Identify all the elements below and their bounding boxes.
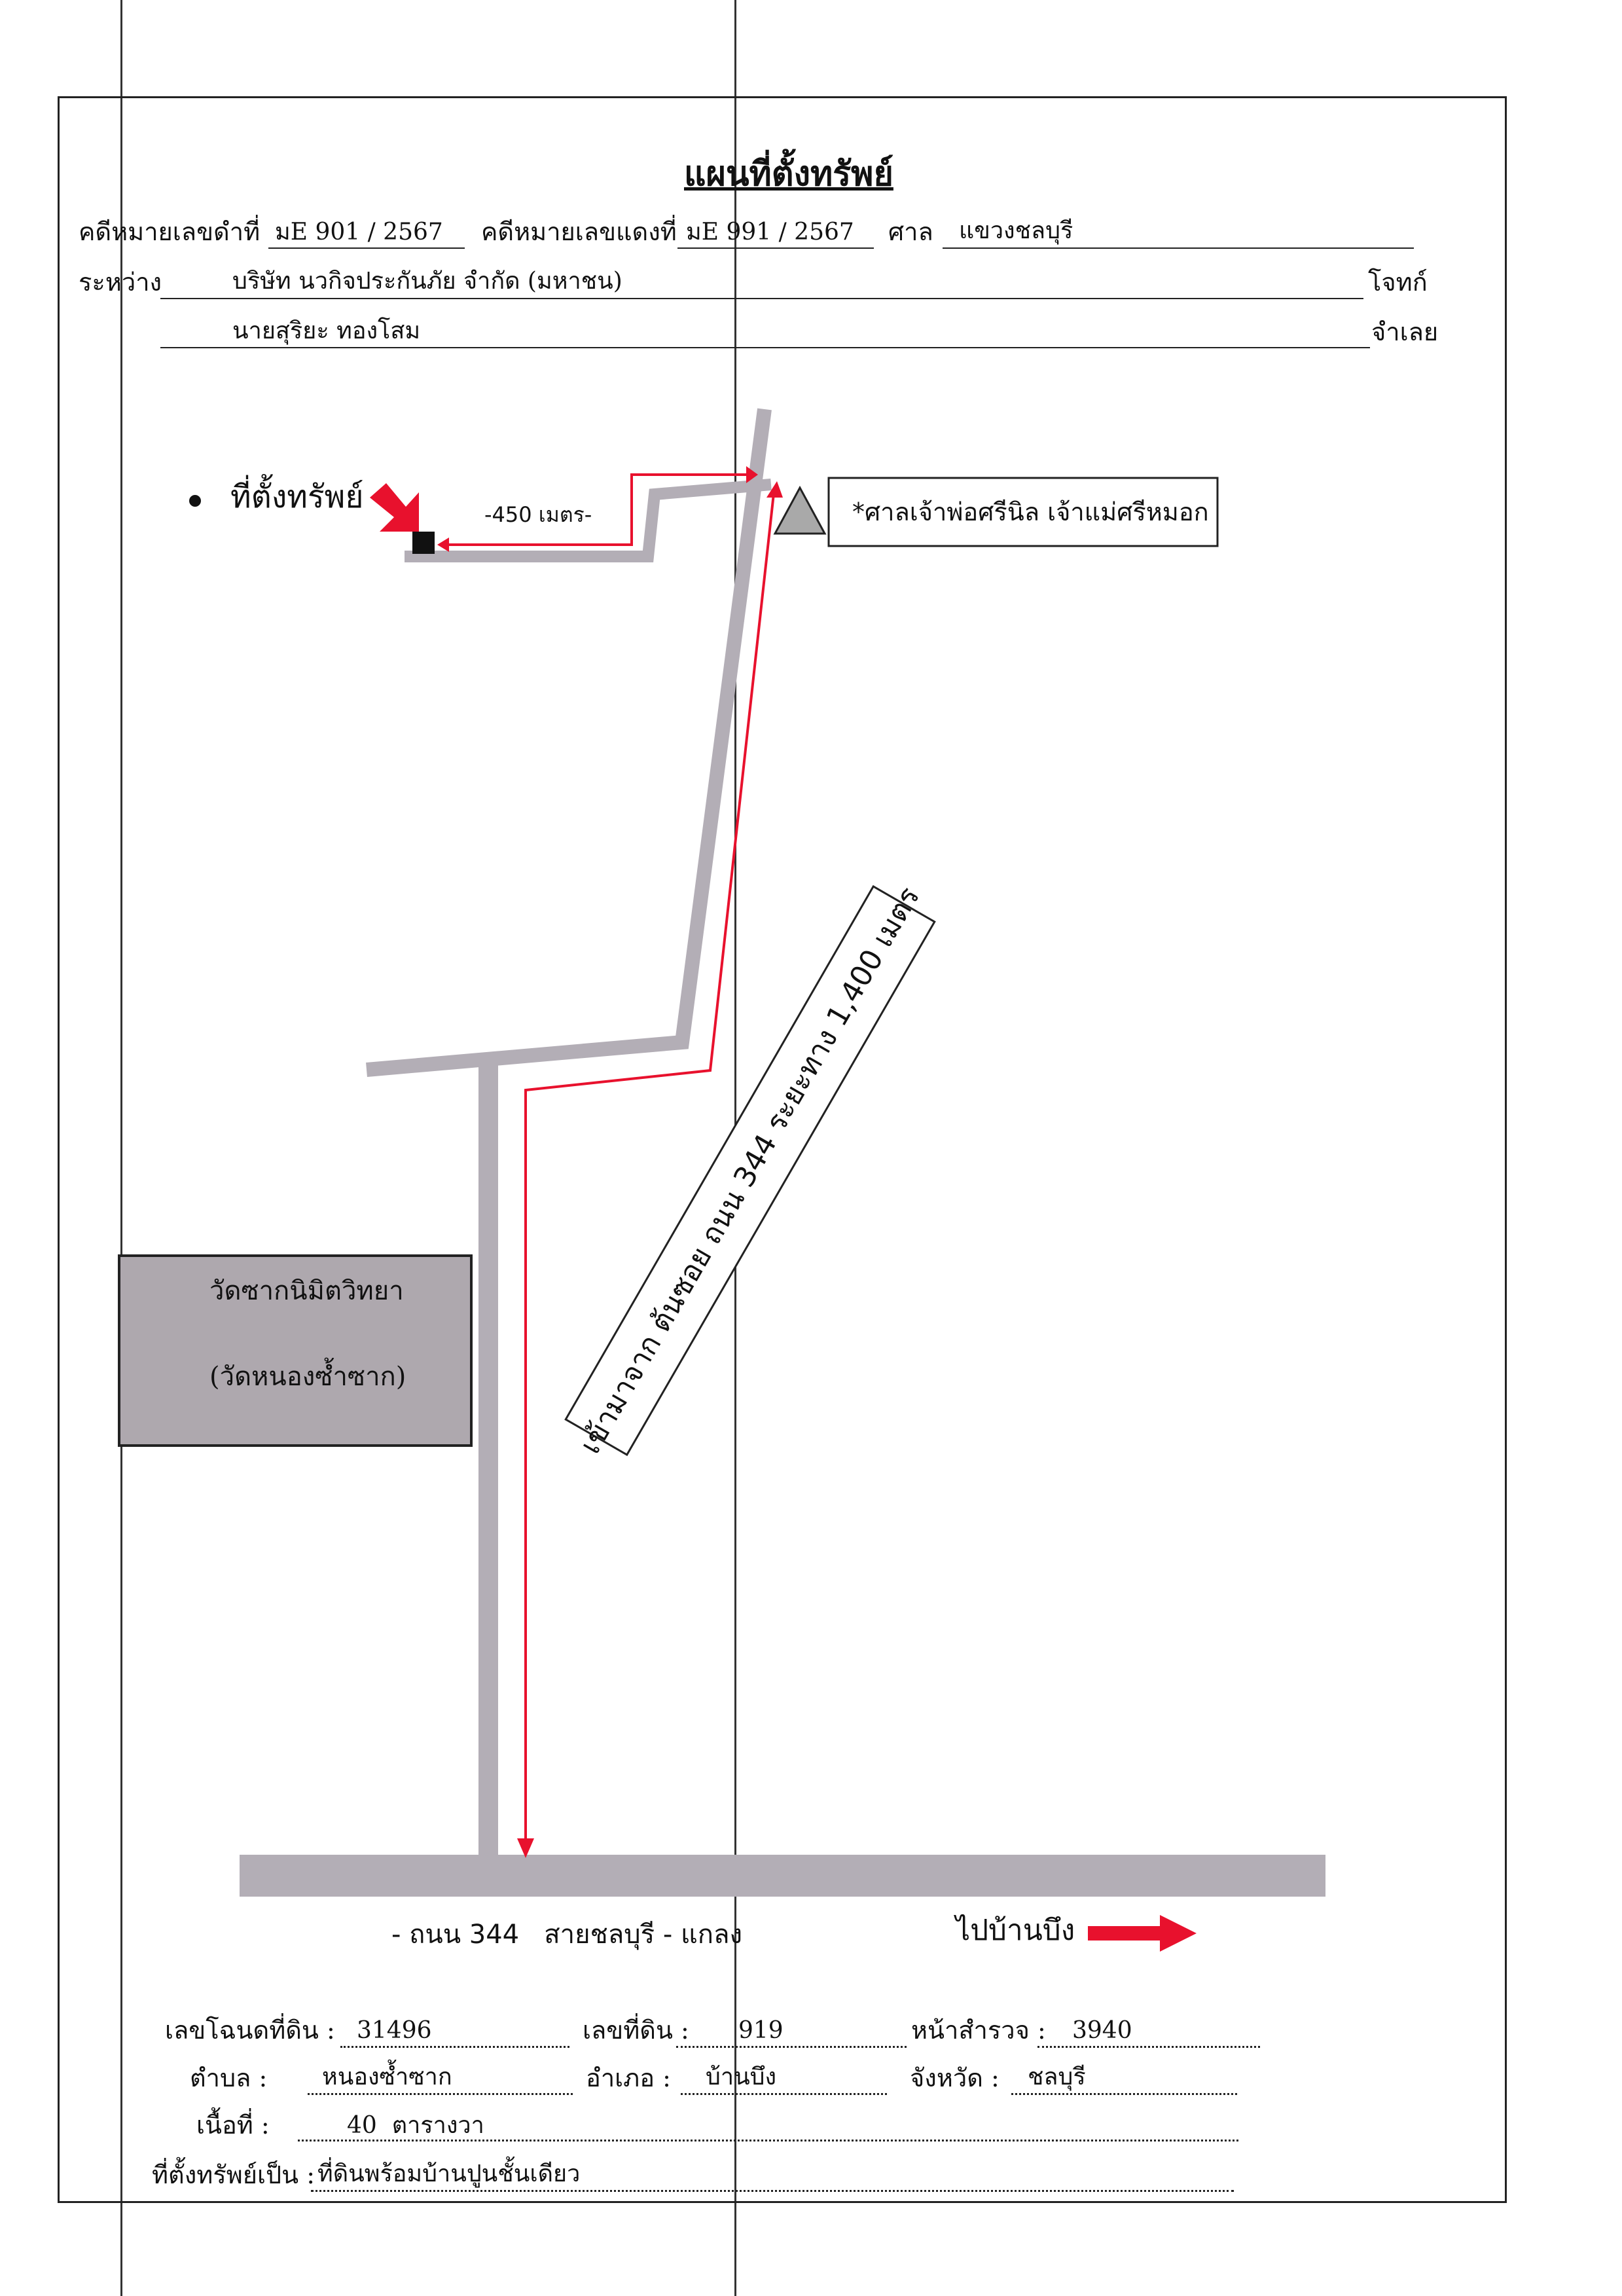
survey-dotline (1037, 2046, 1260, 2048)
province-label: จังหวัด : (910, 2064, 1000, 2092)
deed-value: 31496 (357, 2017, 432, 2044)
property-type-label: ที่ตั้งทรัพย์เป็น : (152, 2160, 315, 2189)
deed-label: เลขโฉนดที่ดิน : (165, 2016, 335, 2045)
red-case-underline (677, 247, 874, 249)
subdistrict-dotline (308, 2093, 573, 2095)
property-type-value: ที่ดินพร้อมบ้านปูนชั้นเดียว (317, 2160, 581, 2187)
district-dotline (681, 2093, 887, 2095)
document-frame (58, 96, 1507, 2203)
route-arrow-down (517, 1838, 534, 1858)
distance-450-label: -450 เมตร- (484, 502, 592, 527)
route-arrow-right (746, 466, 758, 483)
road-upper-branch (366, 408, 772, 1077)
defendant-value: นายสุริยะ ทองโสม (232, 318, 421, 344)
province-dotline (1011, 2093, 1237, 2095)
province-value: ชลบุรี (1028, 2064, 1086, 2090)
plaintiff-underline (160, 298, 1363, 299)
red-case-value: มE 991 / 2567 (686, 219, 854, 246)
deed-dotline (340, 2046, 569, 2048)
survey-label: หน้าสำรวจ : (911, 2016, 1046, 2045)
shrine-label: *ศาลเจ้าพ่อศรีนิล เจ้าแม่ศรีหมอก (852, 498, 1209, 526)
shrine-label-box (827, 477, 1219, 547)
court-value: แขวงชลบุรี (959, 217, 1073, 244)
subdistrict-value: หนองซ้ำซาก (322, 2064, 452, 2090)
defendant-underline (160, 347, 1370, 348)
scan-line-left (120, 0, 122, 2296)
main-road-label: - ถนน 344 สายชลบุรี - แกลง (391, 1920, 743, 1950)
plaintiff-value: บริษัท นวกิจประกันภัย จำกัด (มหาชน) (232, 268, 622, 295)
district-value: บ้านบึง (706, 2064, 777, 2090)
court-label: ศาล (888, 217, 933, 246)
land-no-value: 919 (738, 2017, 784, 2044)
route-note-box (564, 884, 936, 1457)
page-title: แผนที่ตั้งทรัพย์ (684, 154, 893, 194)
direction-arrow (1088, 1915, 1197, 1952)
area-value: 40 ตารางวา (347, 2112, 484, 2139)
red-case-label: คดีหมายเลขแดงที่ (481, 217, 677, 246)
temple-block (118, 1254, 473, 1447)
property-marker (412, 532, 435, 554)
land-no-label: เลขที่ดิน : (583, 2016, 689, 2045)
black-case-underline (268, 247, 465, 249)
temple-name: วัดซากนิมิตวิทยา (209, 1276, 404, 1306)
court-underline (943, 247, 1414, 249)
road-property-lane (405, 479, 772, 562)
survey-value: 3940 (1072, 2017, 1132, 2044)
route-line-to-lane (445, 473, 746, 546)
defendant-label: จำเลย (1371, 318, 1439, 346)
black-case-value: มE 901 / 2567 (275, 219, 443, 246)
route-arrow-up (766, 481, 783, 498)
area-label: เนื้อที่ : (196, 2111, 270, 2140)
land-no-dotline (676, 2046, 907, 2048)
property-pointer-arrow (370, 483, 419, 532)
district-label: อำเภอ : (586, 2064, 671, 2092)
property-location-label: ที่ตั้งทรัพย์ (230, 479, 364, 515)
shrine-triangle (773, 485, 827, 535)
between-label: ระหว่าง (79, 268, 162, 297)
area-dotline (298, 2140, 1238, 2141)
temple-alias: (วัดหนองซ้ำซาก) (209, 1362, 406, 1392)
route-line (524, 487, 776, 1844)
bullet-dot (189, 495, 201, 507)
plaintiff-label: โจทก์ (1368, 268, 1428, 297)
black-case-label: คดีหมายเลขดำที่ (79, 217, 261, 246)
subdistrict-label: ตำบล : (190, 2064, 268, 2092)
property-type-dotline (311, 2190, 1234, 2192)
route-arrow-left (437, 538, 449, 552)
direction-label: ไปบ้านบึง (956, 1914, 1075, 1947)
